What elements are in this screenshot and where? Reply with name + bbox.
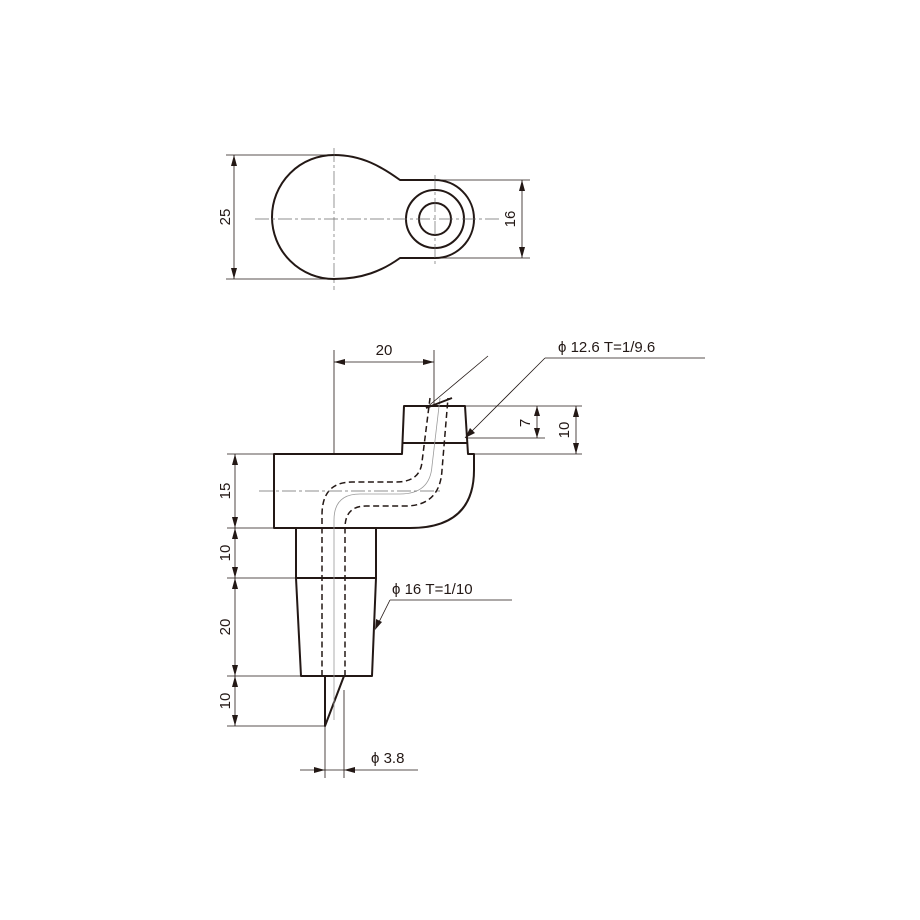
arrowhead	[232, 665, 238, 676]
dim-inlet-taper-label: ϕ 12.6 T=1/9.6	[558, 339, 655, 356]
bore-hidden-left	[321, 397, 431, 676]
dim-15-label: 15	[217, 483, 234, 500]
dim-20-stem-label: 20	[217, 619, 234, 636]
arrowhead	[423, 359, 434, 365]
dim-stem-taper-label: ϕ 16 T=1/10	[392, 581, 473, 598]
dim-bore-label: ϕ 3.8	[371, 750, 404, 767]
dim-7-label: 7	[517, 419, 534, 427]
arrowhead	[232, 715, 238, 726]
arrowhead	[232, 454, 238, 465]
arrowhead	[573, 406, 579, 417]
arrowhead	[519, 180, 525, 191]
arrowhead	[314, 767, 325, 773]
top-view-outline	[271, 154, 475, 280]
arrowhead	[344, 767, 355, 773]
dim-10-inlet-label: 10	[556, 422, 573, 439]
arrowhead	[232, 578, 238, 589]
dim-16-label: 16	[502, 211, 519, 228]
dim-20-top-label: 20	[376, 342, 393, 359]
dim-10-neck-label: 10	[217, 545, 234, 562]
arrowhead	[231, 155, 237, 166]
needle-tip-outline	[324, 675, 345, 727]
stem-neck-outline	[295, 528, 377, 579]
arrowhead	[534, 406, 540, 416]
arrowhead	[534, 428, 540, 438]
arrowhead	[232, 517, 238, 528]
arrowhead	[375, 619, 382, 630]
bore-centerline-curve	[333, 397, 441, 720]
dim-25-label: 25	[217, 209, 234, 226]
arrowhead	[519, 247, 525, 258]
arrowhead	[573, 443, 579, 454]
dim-10-tip-label: 10	[217, 693, 234, 710]
side-view: 20 ϕ 12.6 T=1/9.6 7 10	[217, 339, 705, 778]
arrowhead	[232, 567, 238, 578]
arrowhead	[232, 676, 238, 687]
tapered-stem-outline	[295, 577, 377, 677]
inlet-bevel-edge	[425, 397, 453, 409]
arrowhead	[232, 528, 238, 539]
bore-hidden-right	[344, 397, 449, 676]
arrowhead	[231, 268, 237, 279]
body-outline	[273, 405, 475, 529]
arrowhead	[334, 359, 345, 365]
top-view: 25 16	[217, 148, 530, 290]
taper-inlet-leader	[464, 357, 546, 439]
taper-inlet-extension	[425, 355, 489, 409]
arrowhead	[465, 428, 475, 438]
